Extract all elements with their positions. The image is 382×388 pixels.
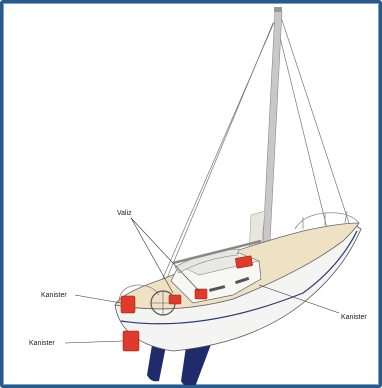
backstay [279,11,353,235]
label-kanister-right: Kanister [341,314,367,321]
canister-stern-lower [123,331,139,351]
kanister-upper-line [75,295,121,303]
case-cabin-2 [169,295,181,304]
label-kanister-upper: Kanister [41,292,67,299]
mast [262,11,282,261]
canister-stern-upper [121,296,135,313]
label-valiz: Valiz [117,210,132,217]
sailboat-diagram: Valiz Kanister Kanister Kanister [3,3,382,388]
mast-top [274,7,282,12]
case-cabin-1 [195,289,207,299]
kanister-lower-line [65,341,123,343]
label-kanister-lower: Kanister [29,340,55,347]
valiz-line-1 [131,218,173,293]
